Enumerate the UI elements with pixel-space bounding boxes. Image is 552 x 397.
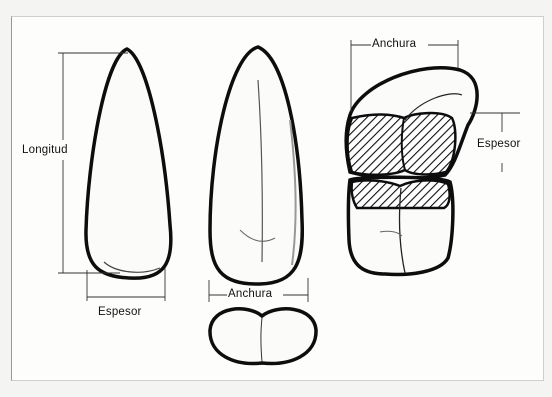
seed-cross-section [210,309,316,364]
espesor-left-label: Espesor [98,306,142,318]
espesor-right-label: Espesor [477,138,521,150]
seed-side-view [86,49,171,278]
anchura-right-label: Anchura [372,38,416,50]
anchura-middle-label: Anchura [228,288,272,300]
seed-front-view [210,47,302,284]
seed-sectioned-bottom [348,177,453,274]
seed-sectioned-top [346,68,477,179]
longitud-label: Longitud [22,144,68,156]
